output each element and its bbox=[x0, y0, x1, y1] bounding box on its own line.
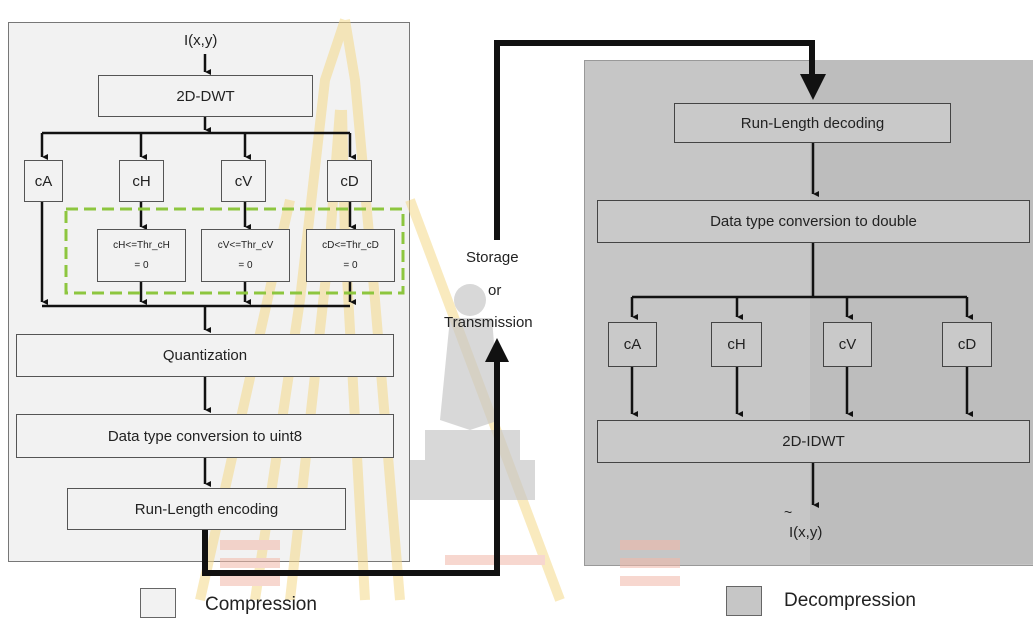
subband-ch: cH bbox=[119, 160, 164, 202]
threshold-cd-result: = 0 bbox=[343, 259, 358, 271]
input-image-label: I(x,y) bbox=[184, 32, 218, 49]
dwt-box: 2D-DWT bbox=[98, 75, 313, 117]
legend-compression-label: Compression bbox=[205, 594, 317, 615]
uint8-conversion-box: Data type conversion to uint8 bbox=[16, 414, 394, 458]
subband-cv: cV bbox=[221, 160, 266, 202]
channel-label-or: or bbox=[488, 282, 502, 299]
run-length-decoding-box: Run-Length decoding bbox=[674, 103, 951, 143]
channel-label-transmission: Transmission bbox=[444, 314, 533, 331]
quantization-box: Quantization bbox=[16, 334, 394, 377]
decoded-subband-ca: cA bbox=[608, 322, 657, 367]
decoded-subband-ch: cH bbox=[711, 322, 762, 367]
legend-decompression-swatch bbox=[726, 586, 762, 616]
output-image-label: I(x,y) bbox=[789, 524, 823, 541]
subband-ca: cA bbox=[24, 160, 63, 202]
idwt-box: 2D-IDWT bbox=[597, 420, 1030, 463]
threshold-ch-result: = 0 bbox=[134, 259, 149, 271]
threshold-cv-result: = 0 bbox=[238, 259, 253, 271]
legend-decompression-label: Decompression bbox=[784, 590, 916, 611]
threshold-cd-condition: cD<=Thr_cD bbox=[322, 239, 379, 251]
threshold-cd-box: cD<=Thr_cD = 0 bbox=[306, 229, 395, 282]
legend-compression-swatch bbox=[140, 588, 176, 618]
run-length-encoding-box: Run-Length encoding bbox=[67, 488, 346, 530]
threshold-cv-box: cV<=Thr_cV = 0 bbox=[201, 229, 290, 282]
subband-cd: cD bbox=[327, 160, 372, 202]
decoded-subband-cd: cD bbox=[942, 322, 992, 367]
output-tilde: ~ bbox=[784, 504, 793, 520]
threshold-ch-condition: cH<=Thr_cH bbox=[113, 239, 170, 251]
double-conversion-box: Data type conversion to double bbox=[597, 200, 1030, 243]
threshold-cv-condition: cV<=Thr_cV bbox=[217, 239, 274, 251]
channel-label-storage: Storage bbox=[466, 249, 519, 266]
threshold-ch-box: cH<=Thr_cH = 0 bbox=[97, 229, 186, 282]
decoded-subband-cv: cV bbox=[823, 322, 872, 367]
